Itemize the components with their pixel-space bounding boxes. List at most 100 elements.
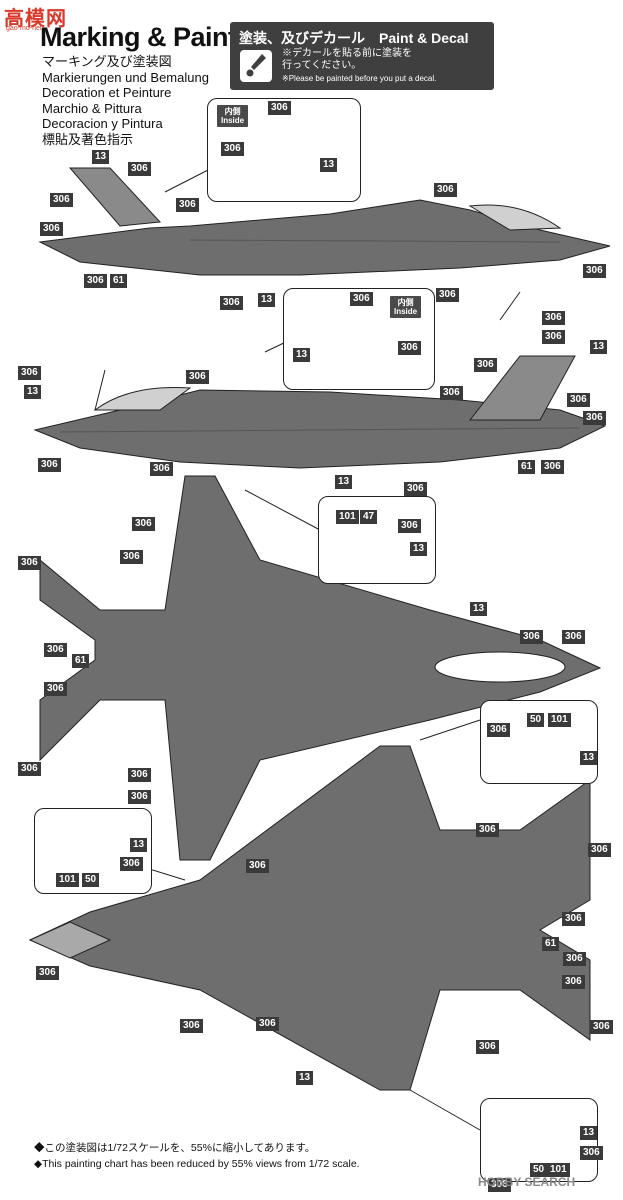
- decal-tag: 306: [474, 358, 497, 372]
- lang-jp: マーキング及び塗装図: [42, 54, 172, 69]
- decal-tag: 306: [128, 162, 151, 176]
- decal-tag: 306: [588, 843, 611, 857]
- decal-tag: 306: [40, 222, 63, 236]
- decal-tag: 13: [410, 542, 428, 556]
- decal-tag: 306: [246, 859, 269, 873]
- decal-tag: 61: [110, 274, 128, 288]
- paint-decal-notice: 塗装、及びデカール Paint & Decal ※デカールを貼る前に塗装を 行っ…: [230, 22, 494, 90]
- decal-tag: 13: [296, 1071, 314, 1085]
- side-view-left: [38, 167, 611, 276]
- decal-tag: 306: [44, 643, 67, 657]
- paint-decal-title: 塗装、及びデカール Paint & Decal: [239, 30, 469, 46]
- decal-tag: 50: [82, 873, 100, 887]
- decal-tag: 306: [583, 411, 606, 425]
- decal-tag: 306: [436, 288, 459, 302]
- decal-tag: 306: [84, 274, 107, 288]
- decal-tag: 50: [530, 1163, 548, 1177]
- decal-tag: 306: [50, 193, 73, 207]
- decal-tag: 50: [527, 713, 545, 727]
- decal-tag: 101: [547, 1163, 570, 1177]
- decal-tag: 306: [18, 556, 41, 570]
- decal-tag: 61: [518, 460, 536, 474]
- decal-tag: 13: [335, 475, 353, 489]
- hobby-search-watermark: HOBBY SEARCH: [478, 1175, 576, 1189]
- decal-tag: 306: [563, 952, 586, 966]
- decal-tag: 306: [268, 101, 291, 115]
- decal-tag: 306: [520, 630, 543, 644]
- decal-tag: 13: [580, 1126, 598, 1140]
- decal-tag: 306: [476, 1040, 499, 1054]
- decal-tag: 13: [258, 293, 276, 307]
- decal-tag: 13: [590, 340, 608, 354]
- decal-tag: 306: [562, 630, 585, 644]
- decal-tag: 306: [440, 386, 463, 400]
- decal-tag: 47: [360, 510, 378, 524]
- paint-note-en: ※Please be painted before you put a deca…: [282, 74, 437, 83]
- lang-de: Markierungen und Bemalung: [42, 69, 209, 85]
- decal-tag: 306: [180, 1019, 203, 1033]
- decal-tag: 306: [220, 296, 243, 310]
- decal-tag: 306: [350, 292, 373, 306]
- decal-tag: 13: [580, 751, 598, 765]
- paint-note-jp: ※デカールを貼る前に塗装を 行ってください。: [282, 48, 412, 71]
- decal-tag: 101: [56, 873, 79, 887]
- decal-tag: 306: [542, 311, 565, 325]
- decal-tag: 306: [38, 458, 61, 472]
- decal-tag: 306: [186, 370, 209, 384]
- side-view-right: [33, 355, 607, 469]
- decal-tag: 306: [128, 790, 151, 804]
- decal-tag: 101: [336, 510, 359, 524]
- decal-tag: 306: [221, 142, 244, 156]
- watermark-brand: 高模网: [4, 6, 67, 30]
- lang-fr: Decoration et Peinture: [42, 85, 172, 100]
- bottom-view: [28, 745, 591, 1091]
- decal-tag: 306: [44, 682, 67, 696]
- decal-tag: 306: [562, 912, 585, 926]
- decal-tag: 306: [18, 366, 41, 380]
- decal-tag: 306: [36, 966, 59, 980]
- decal-tag: 306: [590, 1020, 613, 1034]
- callout-leaders: [94, 169, 521, 1131]
- decal-tag: 13: [92, 150, 110, 164]
- decal-tag: 306: [398, 519, 421, 533]
- decal-tag: 306: [256, 1017, 279, 1031]
- decal-tag: 61: [72, 654, 90, 668]
- watermark-sub: gao-mo-net: [6, 25, 42, 32]
- footer-notes: ◆この塗装図は1/72スケールを、55%に縮小してあります。 ◆This pai…: [34, 1140, 360, 1172]
- decal-tag: 306: [120, 550, 143, 564]
- decal-tag: 306: [434, 183, 457, 197]
- paint-brush-icon: [240, 50, 272, 82]
- language-list: マーキング及び塗装図 Markierungen und Bemalung Dec…: [42, 54, 209, 147]
- lang-it: Marchio & Pittura: [42, 100, 142, 116]
- decal-tag: 306: [542, 330, 565, 344]
- decal-tag: 306: [476, 823, 499, 837]
- decal-tag: 13: [320, 158, 338, 172]
- decal-tag: 13: [24, 385, 42, 399]
- lang-cn: 標貼及著色指示: [42, 131, 134, 147]
- decal-tag: 306: [128, 768, 151, 782]
- footer-note-jp: ◆この塗装図は1/72スケールを、55%に縮小してあります。: [34, 1142, 316, 1154]
- lang-es: Decoracion y Pintura: [42, 116, 163, 131]
- decal-tag: 306: [18, 762, 41, 776]
- decal-tag: 306: [398, 341, 421, 355]
- decal-tag: 306: [488, 1178, 511, 1192]
- decal-tag: 306: [562, 975, 585, 989]
- inside-label-top: 内側 Inside: [217, 105, 249, 127]
- decal-tag: 306: [580, 1146, 603, 1160]
- decal-tag: 13: [130, 838, 148, 852]
- decal-tag: 306: [583, 264, 606, 278]
- decal-tag: 306: [567, 393, 590, 407]
- decal-tag: 306: [487, 723, 510, 737]
- decal-tag: 306: [176, 198, 199, 212]
- decal-tag: 101: [548, 713, 571, 727]
- top-view: [39, 475, 602, 861]
- decal-tag: 13: [470, 602, 488, 616]
- footer-note-en: ◆This painting chart has been reduced by…: [34, 1158, 360, 1170]
- decal-tag: 306: [120, 857, 143, 871]
- inside-label-mid: 内側 Inside: [390, 296, 422, 318]
- decal-tag: 306: [132, 517, 155, 531]
- decal-tag: 306: [541, 460, 564, 474]
- decal-tag: 306: [404, 482, 427, 496]
